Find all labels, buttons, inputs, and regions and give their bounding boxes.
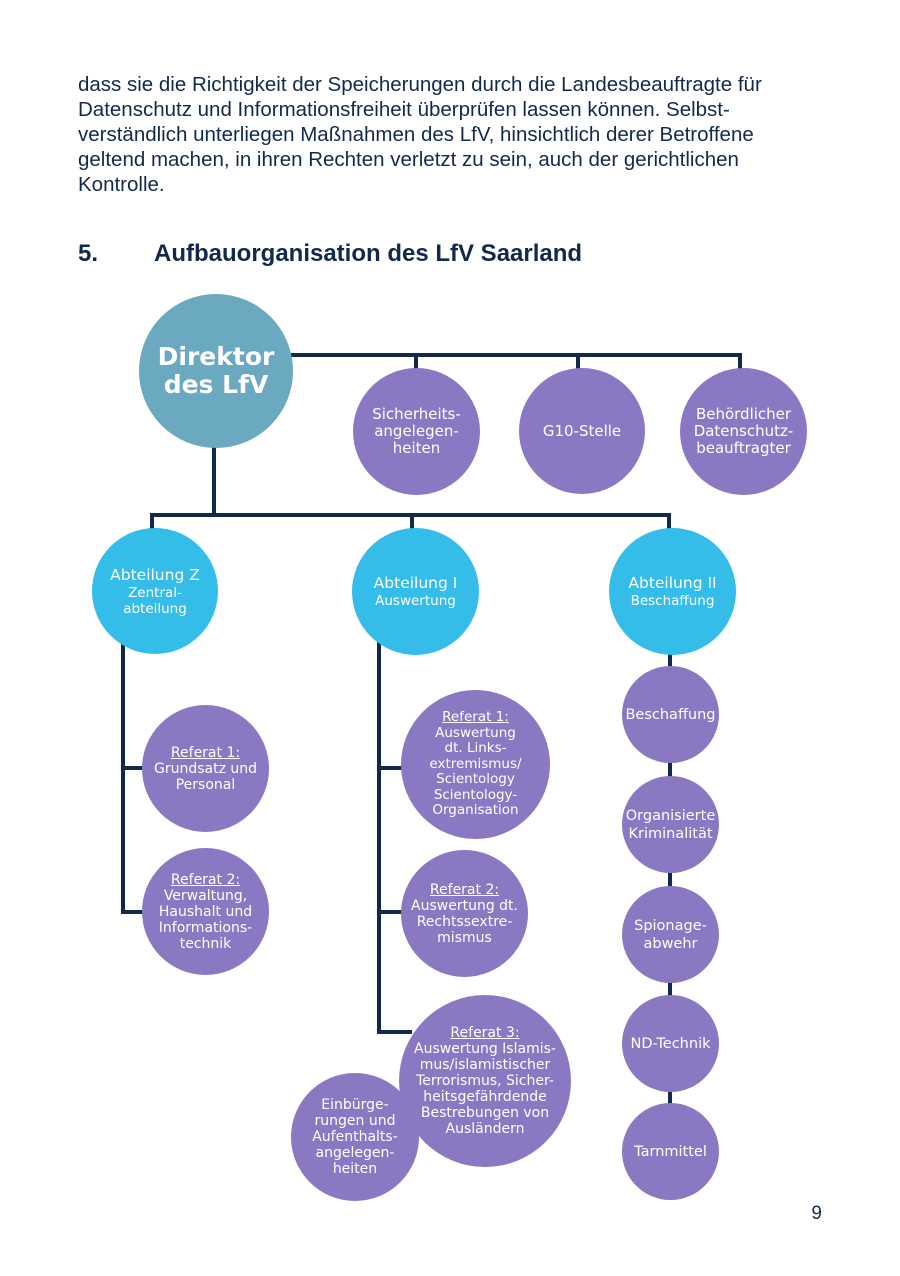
node-label: extremismus/ bbox=[429, 755, 522, 772]
node-label: Einbürge- bbox=[321, 1097, 389, 1113]
node-label: Verwaltung, bbox=[163, 887, 248, 904]
section-number: 5. bbox=[78, 240, 99, 267]
staff-node-sicherheit: Sicherheits- angelegen- heiten bbox=[353, 368, 480, 495]
connector-director-departments bbox=[150, 445, 671, 532]
einbuergerung-node: Einbürge- rungen und Aufenthalts- angele… bbox=[291, 1073, 419, 1201]
node-label: Beschaffung bbox=[625, 706, 716, 723]
node-label: heitsgefährdende bbox=[423, 1089, 547, 1105]
intro-line: dass sie die Richtigkeit der Speicherung… bbox=[78, 73, 762, 96]
referat-title: Referat 1: bbox=[170, 744, 241, 761]
node-label: angelegen- bbox=[374, 422, 459, 440]
department-subtitle: Zentral- bbox=[128, 584, 182, 601]
director-node: Direktor des LfV bbox=[139, 294, 293, 448]
node-label: Organisation bbox=[432, 802, 519, 819]
department-subtitle: abteilung bbox=[123, 600, 187, 617]
department-subtitle: Auswertung bbox=[375, 593, 456, 609]
node-label: Ausländern bbox=[445, 1121, 525, 1137]
node-label: beauftragter bbox=[696, 439, 791, 457]
referat-title: Referat 1: bbox=[442, 709, 509, 726]
node-label: ND-Technik bbox=[630, 1035, 711, 1052]
node-label: Terrorismus, Sicher- bbox=[416, 1073, 554, 1089]
referat-title: Referat 2: bbox=[170, 871, 241, 888]
dept-i-referat-2-node: Referat 2: Auswertung dt. Rechtssextre- … bbox=[401, 850, 528, 977]
node-label: rungen und bbox=[314, 1113, 396, 1129]
referat-title: Referat 3: bbox=[450, 1025, 520, 1041]
node-label: Datenschutz- bbox=[693, 422, 794, 440]
node-label: mus/islamistischer bbox=[419, 1057, 551, 1073]
node-label: Grundsatz und bbox=[153, 760, 258, 777]
dept-z-referat-1-node: Referat 1: Grundsatz und Personal bbox=[142, 705, 269, 832]
node-label: G10-Stelle bbox=[542, 422, 622, 440]
node-label: Spionage- bbox=[634, 917, 707, 934]
director-label: Direktor bbox=[157, 342, 275, 371]
node-label: Rechtssextre- bbox=[416, 913, 513, 930]
intro-line: verständlich unterliegen Maßnahmen des L… bbox=[78, 123, 754, 146]
intro-line: Datenschutz und Informationsfreiheit übe… bbox=[78, 98, 730, 121]
node-label: heiten bbox=[332, 1161, 378, 1177]
page-number: 9 bbox=[811, 1203, 822, 1224]
department-ii-node: Abteilung II Beschaffung bbox=[609, 528, 736, 655]
node-label: Haushalt und bbox=[158, 903, 253, 920]
department-title: Abteilung I bbox=[373, 574, 458, 592]
connector-dept-i-units bbox=[377, 638, 412, 1034]
referat-title: Referat 2: bbox=[429, 881, 500, 898]
node-label: Behördlicher bbox=[695, 405, 792, 423]
node-label: Personal bbox=[175, 776, 236, 793]
department-title: Abteilung II bbox=[628, 574, 717, 592]
node-label: mismus bbox=[437, 929, 492, 946]
section-title: Aufbauorganisation des LfV Saarland bbox=[154, 240, 583, 267]
node-label: heiten bbox=[392, 439, 441, 457]
node-label: Aufenthalts- bbox=[312, 1129, 398, 1145]
department-title: Abteilung Z bbox=[110, 565, 200, 584]
dept-i-referat-3-node: Referat 3: Auswertung Islamis- mus/islam… bbox=[399, 995, 571, 1167]
node-label: Auswertung dt. bbox=[411, 897, 518, 914]
node-label: Auswertung Islamis- bbox=[414, 1041, 556, 1057]
node-label: Scientology bbox=[436, 771, 515, 788]
connector-director-staff bbox=[288, 353, 742, 372]
node-label: dt. Links- bbox=[444, 740, 507, 757]
node-label: abwehr bbox=[643, 935, 698, 952]
node-label: Sicherheits- bbox=[372, 405, 461, 423]
staff-node-datenschutz: Behördlicher Datenschutz- beauftragter bbox=[680, 368, 807, 495]
dept-ii-ok-node: Organisierte Kriminalität bbox=[622, 776, 719, 873]
dept-z-referat-2-node: Referat 2: Verwaltung, Haushalt und Info… bbox=[142, 848, 269, 975]
node-label: Kriminalität bbox=[628, 825, 713, 842]
director-label: des LfV bbox=[163, 370, 269, 399]
node-label: technik bbox=[179, 935, 232, 952]
intro-paragraph: dass sie die Richtigkeit der Speicherung… bbox=[78, 72, 838, 197]
node-label: Bestrebungen von bbox=[420, 1105, 550, 1121]
node-label: Auswertung bbox=[435, 724, 516, 741]
department-z-node: Abteilung Z Zentral- abteilung bbox=[92, 528, 218, 654]
node-label: Scientology- bbox=[433, 786, 518, 803]
department-subtitle: Beschaffung bbox=[630, 593, 715, 609]
intro-line: geltend machen, in ihren Rechten verletz… bbox=[78, 148, 739, 171]
department-i-node: Abteilung I Auswertung bbox=[352, 528, 479, 655]
dept-ii-beschaffung-node: Beschaffung bbox=[622, 666, 719, 763]
intro-line: Kontrolle. bbox=[78, 173, 165, 196]
dept-i-referat-1-node: Referat 1: Auswertung dt. Links- extremi… bbox=[401, 690, 550, 839]
node-label: Organisierte bbox=[625, 807, 716, 824]
dept-ii-spionageabwehr-node: Spionage- abwehr bbox=[622, 886, 719, 983]
node-label: Informations- bbox=[158, 919, 253, 936]
node-label: Tarnmittel bbox=[634, 1143, 707, 1160]
staff-node-g10: G10-Stelle bbox=[519, 368, 645, 494]
dept-ii-tarnmittel-node: Tarnmittel bbox=[622, 1103, 719, 1200]
node-label: angelegen- bbox=[315, 1145, 395, 1161]
dept-ii-nd-technik-node: ND-Technik bbox=[622, 995, 719, 1092]
